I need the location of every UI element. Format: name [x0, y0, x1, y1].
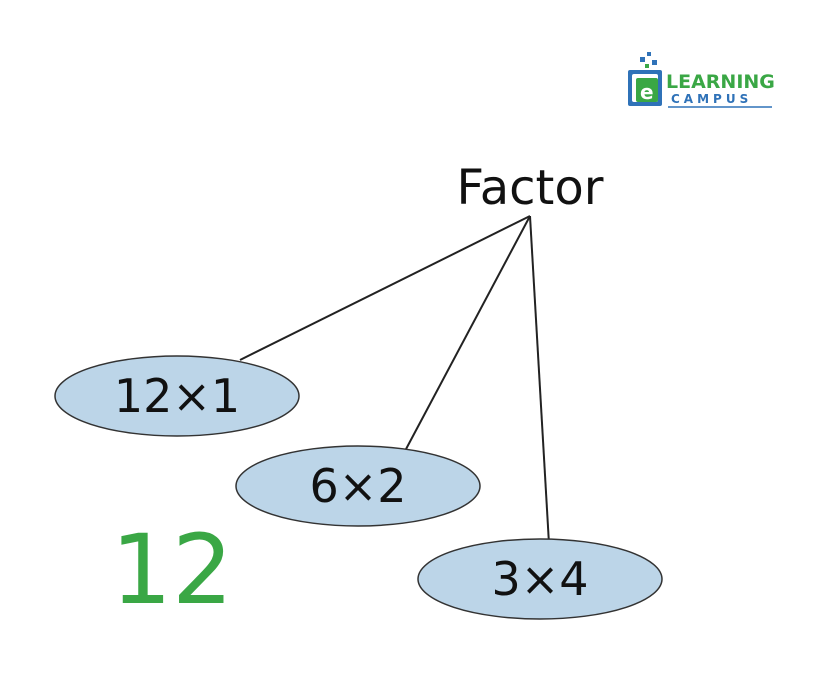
factor-label: 6×2 — [309, 459, 406, 513]
logo-learning-text: LEARNING — [666, 71, 775, 93]
factor-node-1: 12×1 — [54, 355, 300, 437]
factor-label: 3×4 — [491, 552, 588, 606]
factor-label: 12×1 — [114, 369, 240, 423]
number-label: 12 — [111, 514, 233, 626]
connector-lines — [239, 215, 550, 545]
root-label: Factor — [457, 160, 604, 216]
elearning-campus-logo: e LEARNING CAMPUS — [628, 52, 775, 108]
connector-line-2 — [404, 215, 531, 452]
factor-ellipse — [417, 538, 663, 620]
connector-line-3 — [529, 215, 550, 545]
logo-book-icon: e — [628, 52, 662, 106]
factor-ellipse — [235, 445, 481, 527]
factor-node-3: 3×4 — [417, 538, 663, 620]
factor-node-2: 6×2 — [235, 445, 481, 527]
connector-line-1 — [239, 215, 531, 361]
logo-mark: e — [640, 80, 654, 104]
logo-campus-text: CAMPUS — [671, 92, 752, 106]
factor-ellipse — [54, 355, 300, 437]
